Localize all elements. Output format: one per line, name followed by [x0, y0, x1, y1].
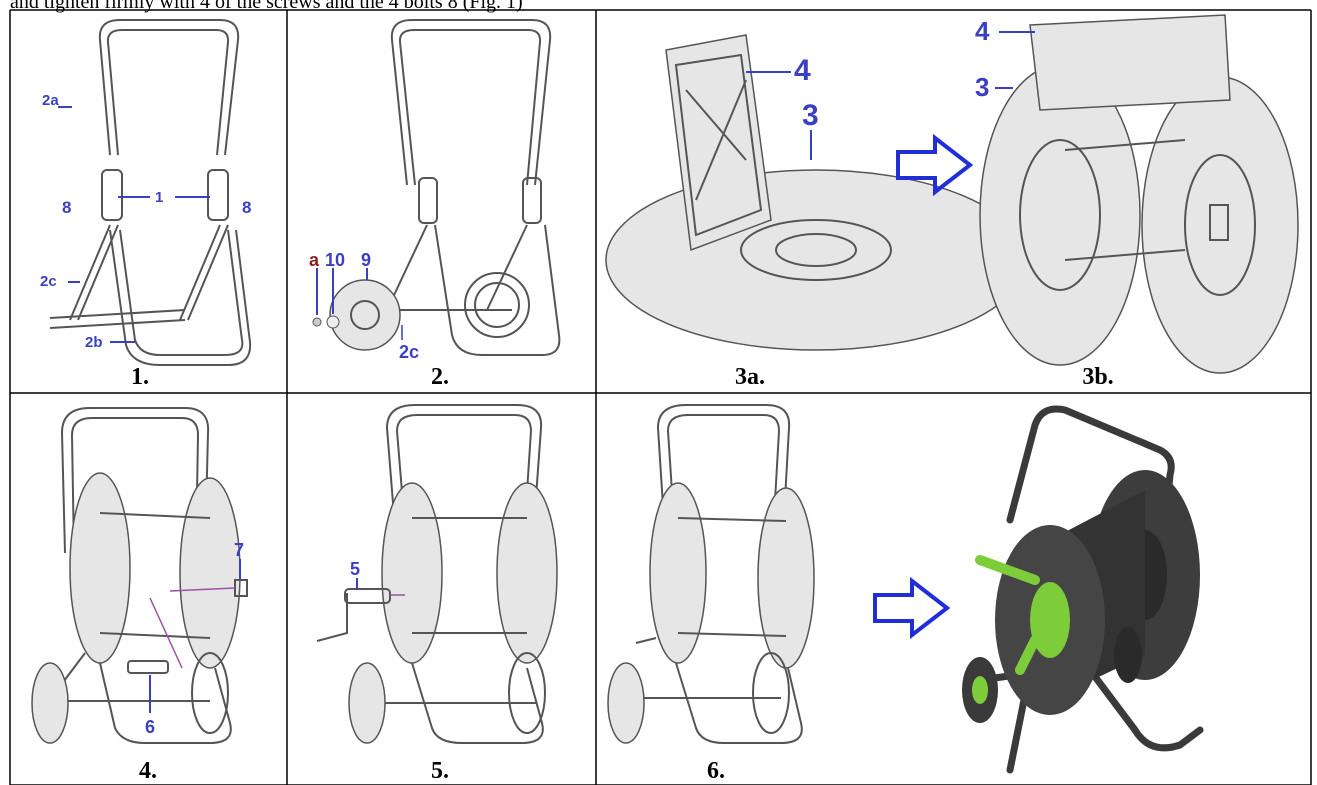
panel-6-diagram [607, 404, 815, 744]
panel-3b-callout-4: 4 [975, 16, 990, 46]
right-arrow-icon [873, 576, 951, 640]
panel-3a-diagram: 4 3 [605, 34, 1027, 351]
panel-1-callout-8-right: 8 [242, 198, 251, 217]
panel-2-callout-10: 10 [325, 250, 345, 270]
panel-4-callout-6: 6 [145, 717, 155, 737]
panel-1-step-label: 1. [131, 364, 149, 390]
panel-5-callout-5: 5 [350, 559, 360, 579]
panel-5-step-label: 5. [431, 758, 449, 784]
panel-1-callout-1: 1 [155, 189, 163, 206]
panel-5-diagram: 5 [316, 404, 558, 744]
panel-1-diagram: 2a 8 1 8 2c 2b [40, 19, 251, 366]
panel-2-diagram: a 10 9 2c [309, 19, 561, 362]
panel-3a-callout-4: 4 [794, 54, 811, 87]
panel-2-callout-2c: 2c [399, 342, 419, 362]
panel-2-step-label: 2. [431, 364, 449, 390]
panel-1-callout-8-left: 8 [62, 198, 71, 217]
panel-4-step-label: 4. [139, 758, 157, 784]
panel-1-callout-2a: 2a [42, 92, 59, 109]
panel-2-callout-9: 9 [361, 250, 371, 270]
panel-3b-step-label: 3b. [1082, 364, 1114, 390]
panel-3b-callout-3: 3 [975, 72, 989, 102]
panel-3b-diagram: 4 3 [975, 14, 1299, 374]
panel-3a-callout-3: 3 [802, 99, 819, 132]
right-arrow-icon [896, 133, 974, 197]
panel-3a-step-label: 3a. [735, 364, 765, 390]
final-product-image [962, 405, 1204, 774]
panel-2-callout-a: a [309, 250, 320, 270]
panel-4-diagram: 7 6 [31, 407, 248, 744]
panel-4-callout-7: 7 [234, 540, 244, 560]
panel-6-step-label: 6. [707, 758, 725, 784]
panel-1-callout-2b: 2b [85, 334, 103, 351]
panel-1-callout-2c: 2c [40, 273, 57, 290]
